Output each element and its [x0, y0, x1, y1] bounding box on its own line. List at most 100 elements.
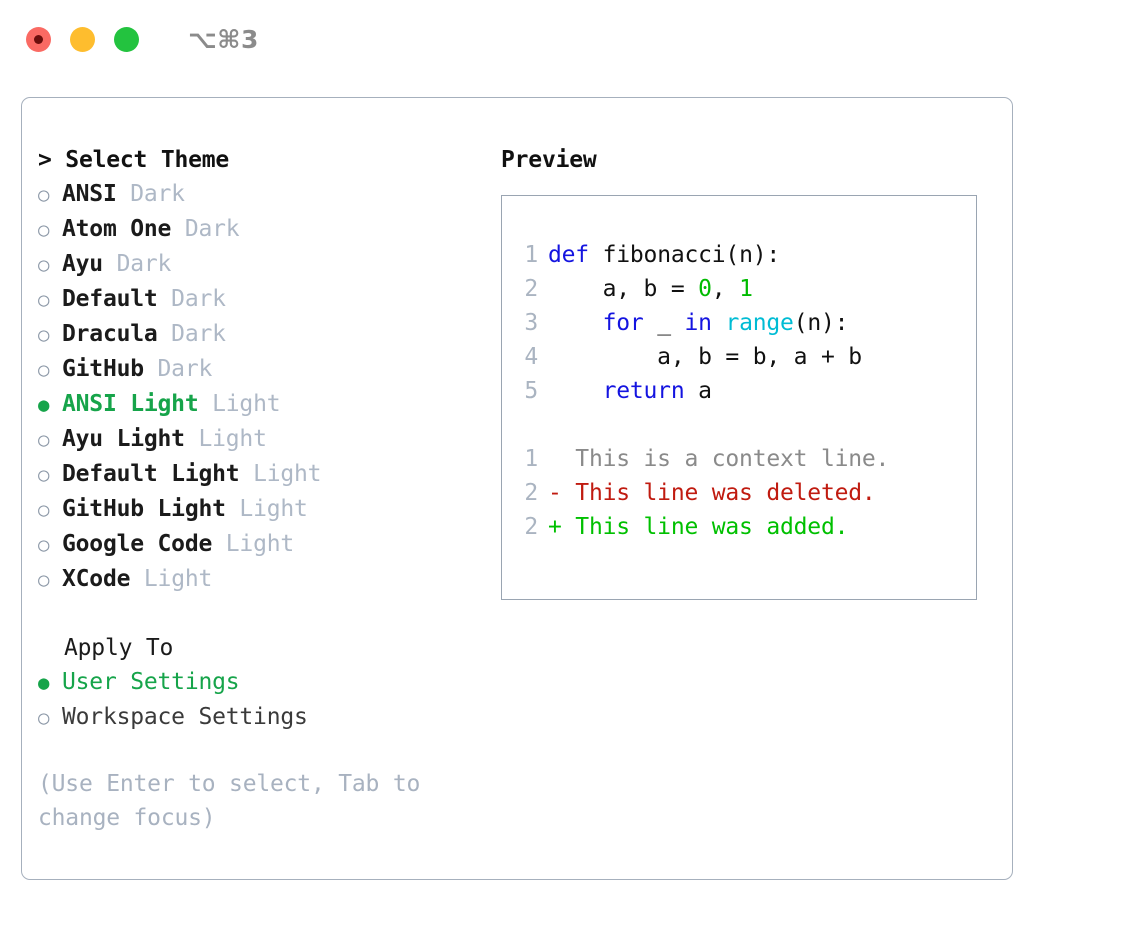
- radio-unselected-icon: ○: [38, 254, 50, 276]
- theme-option-category: Dark: [102, 251, 172, 277]
- theme-option-dracula[interactable]: ○ Dracula Dark: [38, 317, 508, 352]
- code-line-content: a, b = b, a + b: [548, 340, 862, 374]
- code-token-kw: return: [602, 378, 685, 404]
- theme-option-label: ANSI: [62, 181, 117, 207]
- theme-option-label: Ayu: [62, 251, 103, 277]
- code-token-txt: a, b = b, a + b: [548, 344, 862, 370]
- theme-option-category: Light: [184, 426, 267, 452]
- code-line: 2 a, b = 0, 1: [516, 272, 976, 306]
- apply-to-option-label: User Settings: [62, 669, 240, 695]
- theme-option-category: Dark: [157, 286, 226, 312]
- line-number: 5: [524, 378, 538, 404]
- theme-option-ansi[interactable]: ○ANSI Dark: [38, 177, 508, 212]
- code-line: 4 a, b = b, a + b: [516, 340, 976, 374]
- close-window-button[interactable]: [26, 26, 51, 52]
- radio-unselected-icon: ○: [38, 219, 50, 241]
- minimize-window-button[interactable]: [70, 26, 95, 52]
- radio-unselected-icon: ○: [38, 499, 50, 521]
- theme-option-category: Light: [225, 496, 308, 522]
- code-token-txt: _: [643, 310, 685, 336]
- theme-option-label: ANSI Light: [62, 391, 199, 417]
- theme-option-ansi-light[interactable]: ● ANSI Light Light: [38, 387, 508, 422]
- radio-unselected-icon: ○: [38, 429, 50, 451]
- apply-to-option-workspace-settings[interactable]: ○ Workspace Settings: [38, 700, 508, 735]
- diff-line-content: - This line was deleted.: [548, 480, 876, 506]
- theme-option-xcode[interactable]: ○ XCode Light: [38, 562, 508, 597]
- radio-unselected-icon: ○: [38, 289, 50, 311]
- apply-to-option-label: Workspace Settings: [62, 704, 308, 730]
- theme-option-category: Light: [130, 566, 213, 592]
- diff-line-ctx: 1 This is a context line.: [516, 442, 976, 476]
- code-token-txt: [548, 378, 603, 404]
- radio-unselected-icon: ○: [38, 324, 50, 346]
- code-token-num: 1: [739, 276, 753, 302]
- diff-line-content: + This line was added.: [548, 514, 849, 540]
- preview-spacer: [516, 408, 976, 442]
- code-token-txt: fibonacci(n):: [588, 242, 781, 268]
- code-line-content: a, b = 0, 1: [548, 272, 753, 306]
- code-token-txt: a: [684, 378, 712, 404]
- theme-option-category: Light: [198, 391, 281, 417]
- code-token-txt: (n):: [793, 310, 849, 336]
- line-number: 4: [524, 344, 538, 370]
- keyboard-hint-text: (Use Enter to select, Tab to change focu…: [38, 771, 421, 831]
- diff-line-add: 2+ This line was added.: [516, 510, 976, 544]
- theme-option-label: GitHub Light: [62, 496, 226, 522]
- theme-option-default[interactable]: ○ Default Dark: [38, 282, 508, 317]
- line-number: 3: [524, 310, 538, 336]
- code-token-txt: a, b =: [548, 276, 699, 302]
- apply-to-header: Apply To: [64, 635, 174, 661]
- theme-option-label: Atom One: [62, 216, 172, 242]
- code-token-kw: def: [548, 242, 589, 268]
- code-line: 3 for _ in range(n):: [516, 306, 976, 340]
- theme-option-label: Default: [62, 286, 158, 312]
- apply-to-section: Apply To ● User Settings ○ Workspace Settin…: [38, 631, 508, 735]
- theme-option-github[interactable]: ○GitHub Dark: [38, 352, 508, 387]
- radio-selected-icon: ●: [38, 394, 50, 416]
- code-token-kw: in: [684, 310, 712, 336]
- keyboard-shortcut-label: ⌥⌘3: [188, 24, 259, 54]
- theme-option-label: Google Code: [62, 531, 213, 557]
- maximize-window-button[interactable]: [114, 26, 139, 52]
- code-token-txt: [712, 310, 726, 336]
- theme-option-github-light[interactable]: ○ GitHub Light Light: [38, 492, 508, 527]
- radio-unselected-icon: ○: [38, 534, 50, 556]
- line-number: 1: [524, 242, 538, 268]
- apply-to-option-user-settings[interactable]: ● User Settings: [38, 665, 508, 700]
- theme-option-category: Dark: [157, 321, 226, 347]
- theme-option-ayu[interactable]: ○ Ayu Dark: [38, 247, 508, 282]
- code-token-fn: range: [725, 310, 794, 336]
- title-bar: ⌥⌘3: [0, 0, 1140, 78]
- line-number: 2: [524, 276, 538, 302]
- radio-selected-icon: ●: [38, 672, 50, 694]
- theme-selection-column: > Select Theme ○ANSI Dark○Atom One Dark○…: [38, 143, 508, 835]
- theme-option-label: Dracula: [62, 321, 158, 347]
- select-theme-header: > Select Theme: [38, 147, 230, 173]
- code-line: 5 return a: [516, 374, 976, 408]
- theme-option-ayu-light[interactable]: ○ Ayu Light Light: [38, 422, 508, 457]
- theme-option-category: Dark: [171, 216, 240, 242]
- code-line-content: return a: [548, 374, 712, 408]
- theme-option-label: Default Light: [62, 461, 240, 487]
- radio-unselected-icon: ○: [38, 569, 50, 591]
- code-line: 1 def fibonacci(n):: [516, 238, 976, 272]
- preview-title: Preview: [501, 147, 597, 173]
- theme-option-label: Ayu Light: [62, 426, 185, 452]
- theme-option-category: Light: [212, 531, 295, 557]
- theme-option-label: XCode: [62, 566, 131, 592]
- line-number: 1: [524, 446, 538, 472]
- radio-unselected-icon: ○: [38, 707, 50, 729]
- diff-line-del: 2 - This line was deleted.: [516, 476, 976, 510]
- theme-option-default-light[interactable]: ○ Default Light Light: [38, 457, 508, 492]
- theme-option-category: Light: [239, 461, 322, 487]
- line-number: 2: [524, 480, 538, 506]
- theme-option-category: Dark: [116, 181, 185, 207]
- theme-option-category: Dark: [143, 356, 213, 382]
- traffic-light-group: [26, 26, 139, 52]
- radio-unselected-icon: ○: [38, 464, 50, 486]
- theme-option-google-code[interactable]: ○ Google Code Light: [38, 527, 508, 562]
- theme-option-atom-one[interactable]: ○ Atom One Dark: [38, 212, 508, 247]
